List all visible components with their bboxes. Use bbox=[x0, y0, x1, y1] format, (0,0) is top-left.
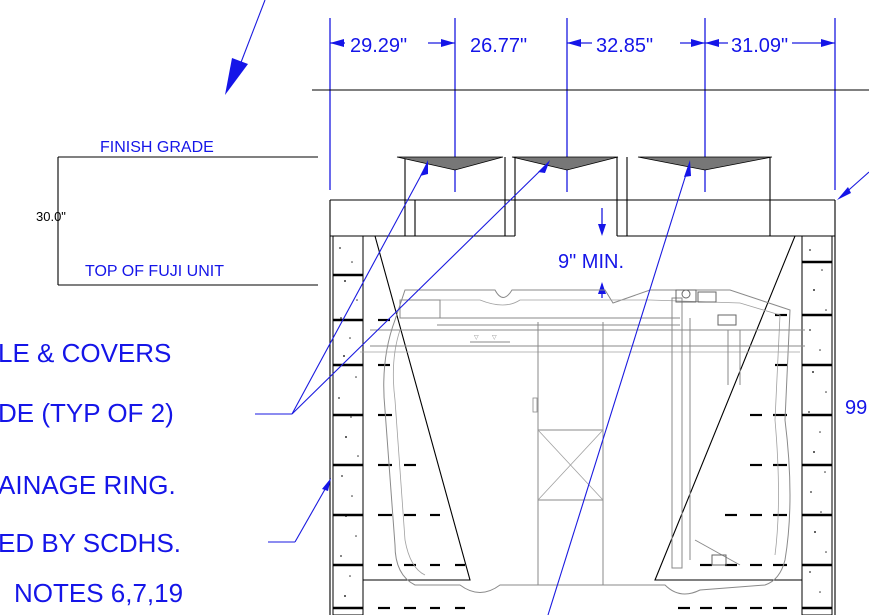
north-leader-arrow bbox=[225, 0, 266, 95]
dim-label-1: 29.29" bbox=[350, 35, 407, 57]
dim-label-4: 31.09" bbox=[731, 35, 788, 57]
note-leaders bbox=[255, 160, 869, 615]
finish-grade-label: FINISH GRADE bbox=[100, 139, 214, 156]
fuji-tank: ▽ ▽ bbox=[360, 289, 805, 595]
ring-note-line2: ED BY SCDHS. bbox=[0, 528, 181, 558]
top-dimension-string: 29.29" 26.77" 32.85" 31.09" bbox=[329, 18, 836, 192]
svg-text:▽: ▽ bbox=[492, 335, 497, 341]
dim-label-2: 26.77" bbox=[470, 35, 527, 57]
covers-note-line1: LE & COVERS bbox=[0, 338, 171, 368]
svg-text:▽: ▽ bbox=[474, 335, 479, 341]
min-cover-dimension: 9" MIN. bbox=[558, 208, 624, 298]
top-of-unit-label: TOP OF FUJI UNIT bbox=[85, 263, 224, 280]
concrete-structure bbox=[329, 157, 836, 615]
right-dimension-label: 99 bbox=[845, 397, 867, 419]
ring-note-line1: AINAGE RING. bbox=[0, 470, 176, 500]
manhole-covers bbox=[396, 156, 773, 171]
grade-annotation: FINISH GRADE 30.0" TOP OF FUJI UNIT bbox=[36, 139, 318, 286]
dim-label-3: 32.85" bbox=[596, 35, 653, 57]
notes: LE & COVERS DE (TYP OF 2) AINAGE RING. E… bbox=[0, 338, 183, 608]
covers-note-line2: DE (TYP OF 2) bbox=[0, 398, 174, 428]
ring-note-line3: NOTES 6,7,19 bbox=[14, 578, 183, 608]
depth-dimension-label: 30.0" bbox=[36, 209, 66, 224]
min-cover-label: 9" MIN. bbox=[558, 251, 624, 273]
